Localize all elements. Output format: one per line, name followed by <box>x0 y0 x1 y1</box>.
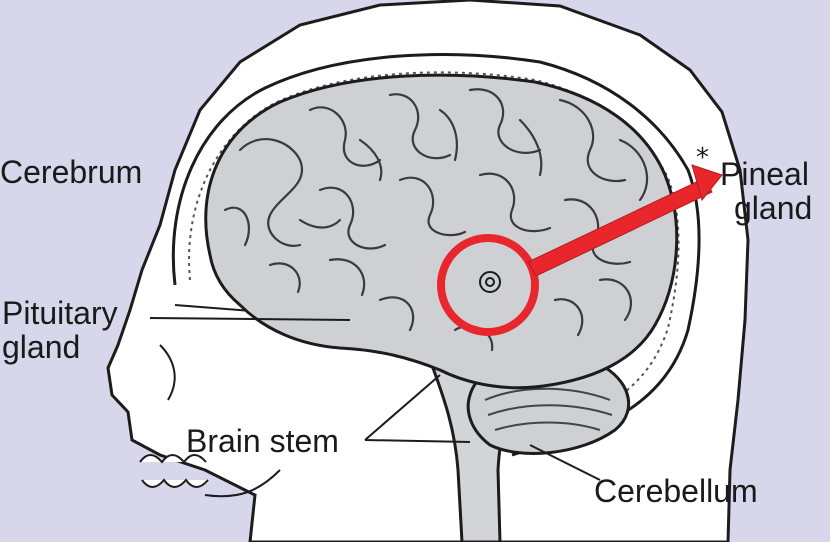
pineal-gland-spiral <box>479 271 501 293</box>
label-pituitary-gland: Pituitary gland <box>2 296 118 364</box>
jaw-line <box>204 469 281 498</box>
pituitary-leader-line <box>149 317 351 321</box>
brain-stem-leader-line <box>364 374 471 443</box>
label-cerebellum: Cerebellum <box>594 473 758 509</box>
label-pituitary-line2: gland <box>2 329 81 365</box>
cerebrum-gyri <box>223 88 649 352</box>
label-brain-stem: Brain stem <box>186 423 339 459</box>
label-pituitary-line1: Pituitary <box>2 295 118 331</box>
asterisk-mark: * <box>696 143 709 173</box>
eye-socket <box>159 344 176 401</box>
label-pineal-line2: gland <box>734 190 813 226</box>
skull-outline <box>171 53 701 457</box>
cerebellum-folds <box>484 387 613 431</box>
pineal-arrow-head <box>691 164 723 202</box>
pineal-arrow-shaft <box>527 177 713 277</box>
pineal-highlight-circle <box>437 234 539 336</box>
label-pineal-line1: Pineal <box>720 156 809 192</box>
pineal-gland-core <box>485 277 495 287</box>
label-cerebrum: Cerebrum <box>0 154 143 190</box>
cerebrum-shape <box>204 73 679 390</box>
cerebellum-leader-line <box>529 444 601 481</box>
label-pineal-gland: Pineal gland <box>720 157 812 225</box>
teeth <box>139 454 209 488</box>
